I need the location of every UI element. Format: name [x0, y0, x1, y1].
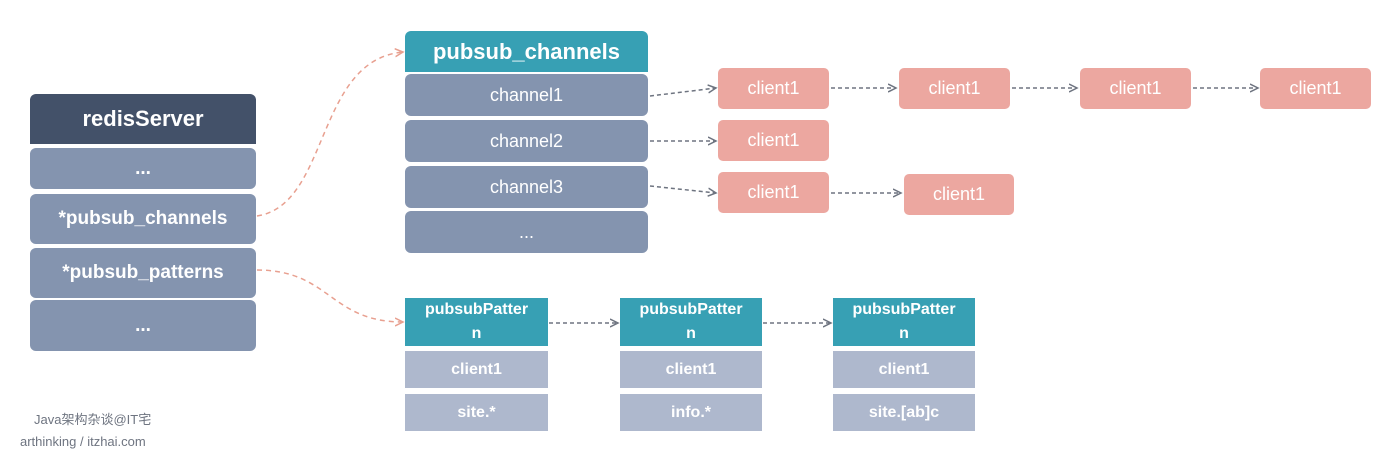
watermark-line1: Java架构杂谈@IT宅	[34, 412, 152, 427]
pattern-client: client1	[405, 351, 548, 388]
client-node: client1	[718, 120, 829, 161]
channel1-to-client-arrow	[649, 88, 716, 97]
client-node: client1	[899, 68, 1010, 109]
pattern-title-line: n	[899, 325, 909, 342]
server-field-pubsub-channels: *pubsub_channels	[30, 194, 256, 244]
server-field-pubsub-patterns: *pubsub_patterns	[30, 248, 256, 298]
client-node: client1	[1260, 68, 1371, 109]
channels-pointer-arrow	[256, 52, 403, 217]
channel-row-channel2: channel2	[405, 120, 648, 162]
redis-server-title: redisServer	[30, 94, 256, 144]
channel3-to-client-arrow	[649, 185, 716, 193]
client-node: client1	[1080, 68, 1191, 109]
channel-row-channel3: channel3	[405, 166, 648, 208]
pattern-client: client1	[833, 351, 975, 388]
channel-row-channel1: channel1	[405, 74, 648, 116]
pattern-client: client1	[620, 351, 762, 388]
pattern-title-line: pubsubPatter	[639, 301, 743, 318]
client-node: client1	[904, 174, 1014, 215]
pattern-node-title: pubsubPatter n	[620, 298, 762, 346]
server-field-ellipsis: ...	[30, 148, 256, 189]
server-field-ellipsis: ...	[30, 300, 256, 351]
pubsub-channels-title: pubsub_channels	[405, 31, 648, 72]
pattern-title-line: n	[686, 325, 696, 342]
channel-row-ellipsis: ...	[405, 211, 648, 253]
pattern-title-line: pubsubPatter	[852, 301, 956, 318]
pattern-title-line: pubsubPatter	[424, 301, 529, 318]
pattern-title-line: n	[471, 325, 482, 342]
client-node: client1	[718, 172, 829, 213]
pattern-value: site.[ab]c	[833, 394, 975, 431]
pattern-node-title: pubsubPatter n	[405, 298, 548, 346]
client-node: client1	[718, 68, 829, 109]
watermark-line2: arthinking / itzhai.com	[20, 434, 146, 449]
pattern-node-title: pubsubPatter n	[833, 298, 975, 346]
pattern-value: info.*	[620, 394, 762, 431]
pattern-value: site.*	[405, 394, 548, 431]
patterns-pointer-arrow	[256, 269, 403, 322]
